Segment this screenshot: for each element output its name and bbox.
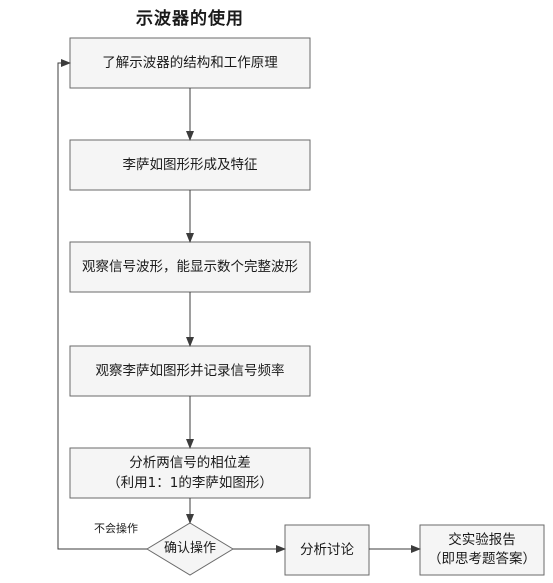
diagram-title: 示波器的使用 bbox=[136, 9, 244, 29]
node-step2: 李萨如图形形成及特征 bbox=[70, 140, 310, 190]
node-step1: 了解示波器的结构和工作原理 bbox=[70, 38, 310, 88]
node-step4: 观察李萨如图形并记录信号频率 bbox=[70, 346, 310, 396]
node-step5-text-line2: （利用1：1的李萨如图形） bbox=[107, 475, 273, 491]
edge-loop-label: 不会操作 bbox=[94, 522, 138, 535]
node-box-step1 bbox=[69, 37, 311, 89]
node-box-step4 bbox=[69, 345, 311, 397]
node-step3: 观察信号波形，能显示数个完整波形 bbox=[70, 242, 310, 292]
node-box-step3 bbox=[69, 241, 311, 293]
node-step5-text-line1: 分析两信号的相位差 bbox=[129, 455, 251, 471]
node-report-text-line2: （即思考题答案） bbox=[428, 551, 536, 567]
node-step1-text: 了解示波器的结构和工作原理 bbox=[102, 55, 278, 71]
edge-decision-loop-step1 bbox=[57, 59, 147, 550]
node-analysis-text: 分析讨论 bbox=[300, 542, 354, 558]
node-decision-text: 确认操作 bbox=[163, 541, 216, 556]
node-step5: 分析两信号的相位差 （利用1：1的李萨如图形） bbox=[70, 448, 310, 498]
node-step4-text: 观察李萨如图形并记录信号频率 bbox=[95, 363, 285, 379]
node-decision: 确认操作 bbox=[147, 523, 233, 575]
node-analysis: 分析讨论 bbox=[285, 525, 369, 575]
node-step2-text: 李萨如图形形成及特征 bbox=[122, 157, 258, 173]
node-diamond-decision bbox=[146, 522, 234, 576]
node-box-analysis bbox=[284, 524, 370, 576]
node-report-text-line1: 交实验报告 bbox=[448, 532, 516, 548]
node-report: 交实验报告 （即思考题答案） bbox=[420, 525, 544, 575]
node-step3-text: 观察信号波形，能显示数个完整波形 bbox=[82, 259, 298, 275]
